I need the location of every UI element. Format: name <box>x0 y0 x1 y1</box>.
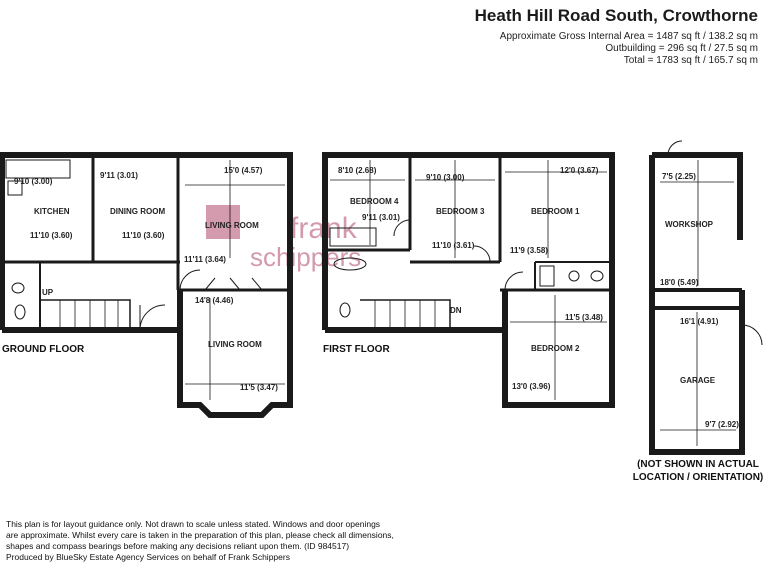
disclaimer: This plan is for layout guidance only. N… <box>6 519 436 563</box>
watermark: frank schippers <box>206 205 361 272</box>
bedroom-3-dim-a: 9'10 (3.00) <box>426 173 465 182</box>
garage-dim-a: 16'1 (4.91) <box>680 317 719 326</box>
bedroom-1-dim-b: 11'9 (3.58) <box>510 246 548 255</box>
bedroom-2-label: BEDROOM 2 <box>531 344 580 353</box>
bedroom-4-label: BEDROOM 4 <box>350 197 399 206</box>
stairs-down-label: DN <box>450 306 462 315</box>
bedroom-4-dim-a: 8'10 (2.68) <box>338 166 377 175</box>
living-bottom-dim-a: 14'8 (4.46) <box>195 296 234 305</box>
disclaimer-line1: This plan is for layout guidance only. N… <box>6 519 381 529</box>
watermark-line2: schippers <box>250 242 361 272</box>
workshop-dim-a: 7'5 (2.25) <box>662 172 696 181</box>
total-area-text: Total = 1783 sq ft / 165.7 sq m <box>623 55 758 66</box>
outbuilding-note-line1: (NOT SHOWN IN ACTUAL <box>637 459 759 470</box>
stairs-up-label: UP <box>42 288 54 297</box>
kitchen-dim-a: 9'10 (3.00) <box>14 177 53 186</box>
living-top-dim-a: 15'0 (4.57) <box>224 166 263 175</box>
property-title: Heath Hill Road South, Crowthorne <box>474 6 758 25</box>
first-floor-dimensions <box>330 160 607 400</box>
outbuilding-plan <box>649 140 763 455</box>
living-top-dim-b: 11'11 (3.64) <box>184 255 226 264</box>
bedroom-4-dim-b: 9'11 (3.01) <box>362 213 400 222</box>
dining-room-label: DINING ROOM <box>110 207 165 216</box>
ground-floor-dimensions <box>185 160 285 400</box>
workshop-label: WORKSHOP <box>665 220 714 229</box>
ground-floor-label: GROUND FLOOR <box>2 344 85 355</box>
outbuilding-note: (NOT SHOWN IN ACTUAL LOCATION / ORIENTAT… <box>632 458 764 484</box>
kitchen-label: KITCHEN <box>34 207 70 216</box>
living-room-bottom-label: LIVING ROOM <box>208 340 262 349</box>
first-floor-plan <box>322 152 615 408</box>
disclaimer-line4: Produced by BlueSky Estate Agency Servic… <box>6 552 290 562</box>
garage-label: GARAGE <box>680 376 716 385</box>
bedroom-1-label: BEDROOM 1 <box>531 207 580 216</box>
living-room-top-label: LIVING ROOM <box>205 221 259 230</box>
gross-area-text: Approximate Gross Internal Area = 1487 s… <box>499 31 758 42</box>
outbuilding-note-line2: LOCATION / ORIENTATION) <box>632 472 764 483</box>
ground-floor-plan <box>0 152 293 418</box>
bedroom-1-dim-a: 12'0 (3.67) <box>560 166 599 175</box>
dining-dim-b: 11'10 (3.60) <box>122 231 165 240</box>
garage-dim-b: 9'7 (2.92) <box>705 420 739 429</box>
living-bottom-dim-b: 11'5 (3.47) <box>240 383 278 392</box>
bedroom-2-dim-b: 13'0 (3.96) <box>512 382 551 391</box>
disclaimer-line3: shapes and compass bearings before makin… <box>6 541 350 551</box>
outbuilding-area-text: Outbuilding = 296 sq ft / 27.5 sq m <box>605 43 758 54</box>
bedroom-3-label: BEDROOM 3 <box>436 207 485 216</box>
bedroom-2-dim-a: 11'5 (3.48) <box>565 313 603 322</box>
disclaimer-line2: are approximate. Whilst every care is ta… <box>6 530 394 540</box>
kitchen-dim-b: 11'10 (3.60) <box>30 231 73 240</box>
first-floor-label: FIRST FLOOR <box>323 344 390 355</box>
workshop-dim-b: 18'0 (5.49) <box>660 278 699 287</box>
bedroom-3-dim-b: 11'10 (3.61) <box>432 241 475 250</box>
dining-dim-a: 9'11 (3.01) <box>100 171 138 180</box>
